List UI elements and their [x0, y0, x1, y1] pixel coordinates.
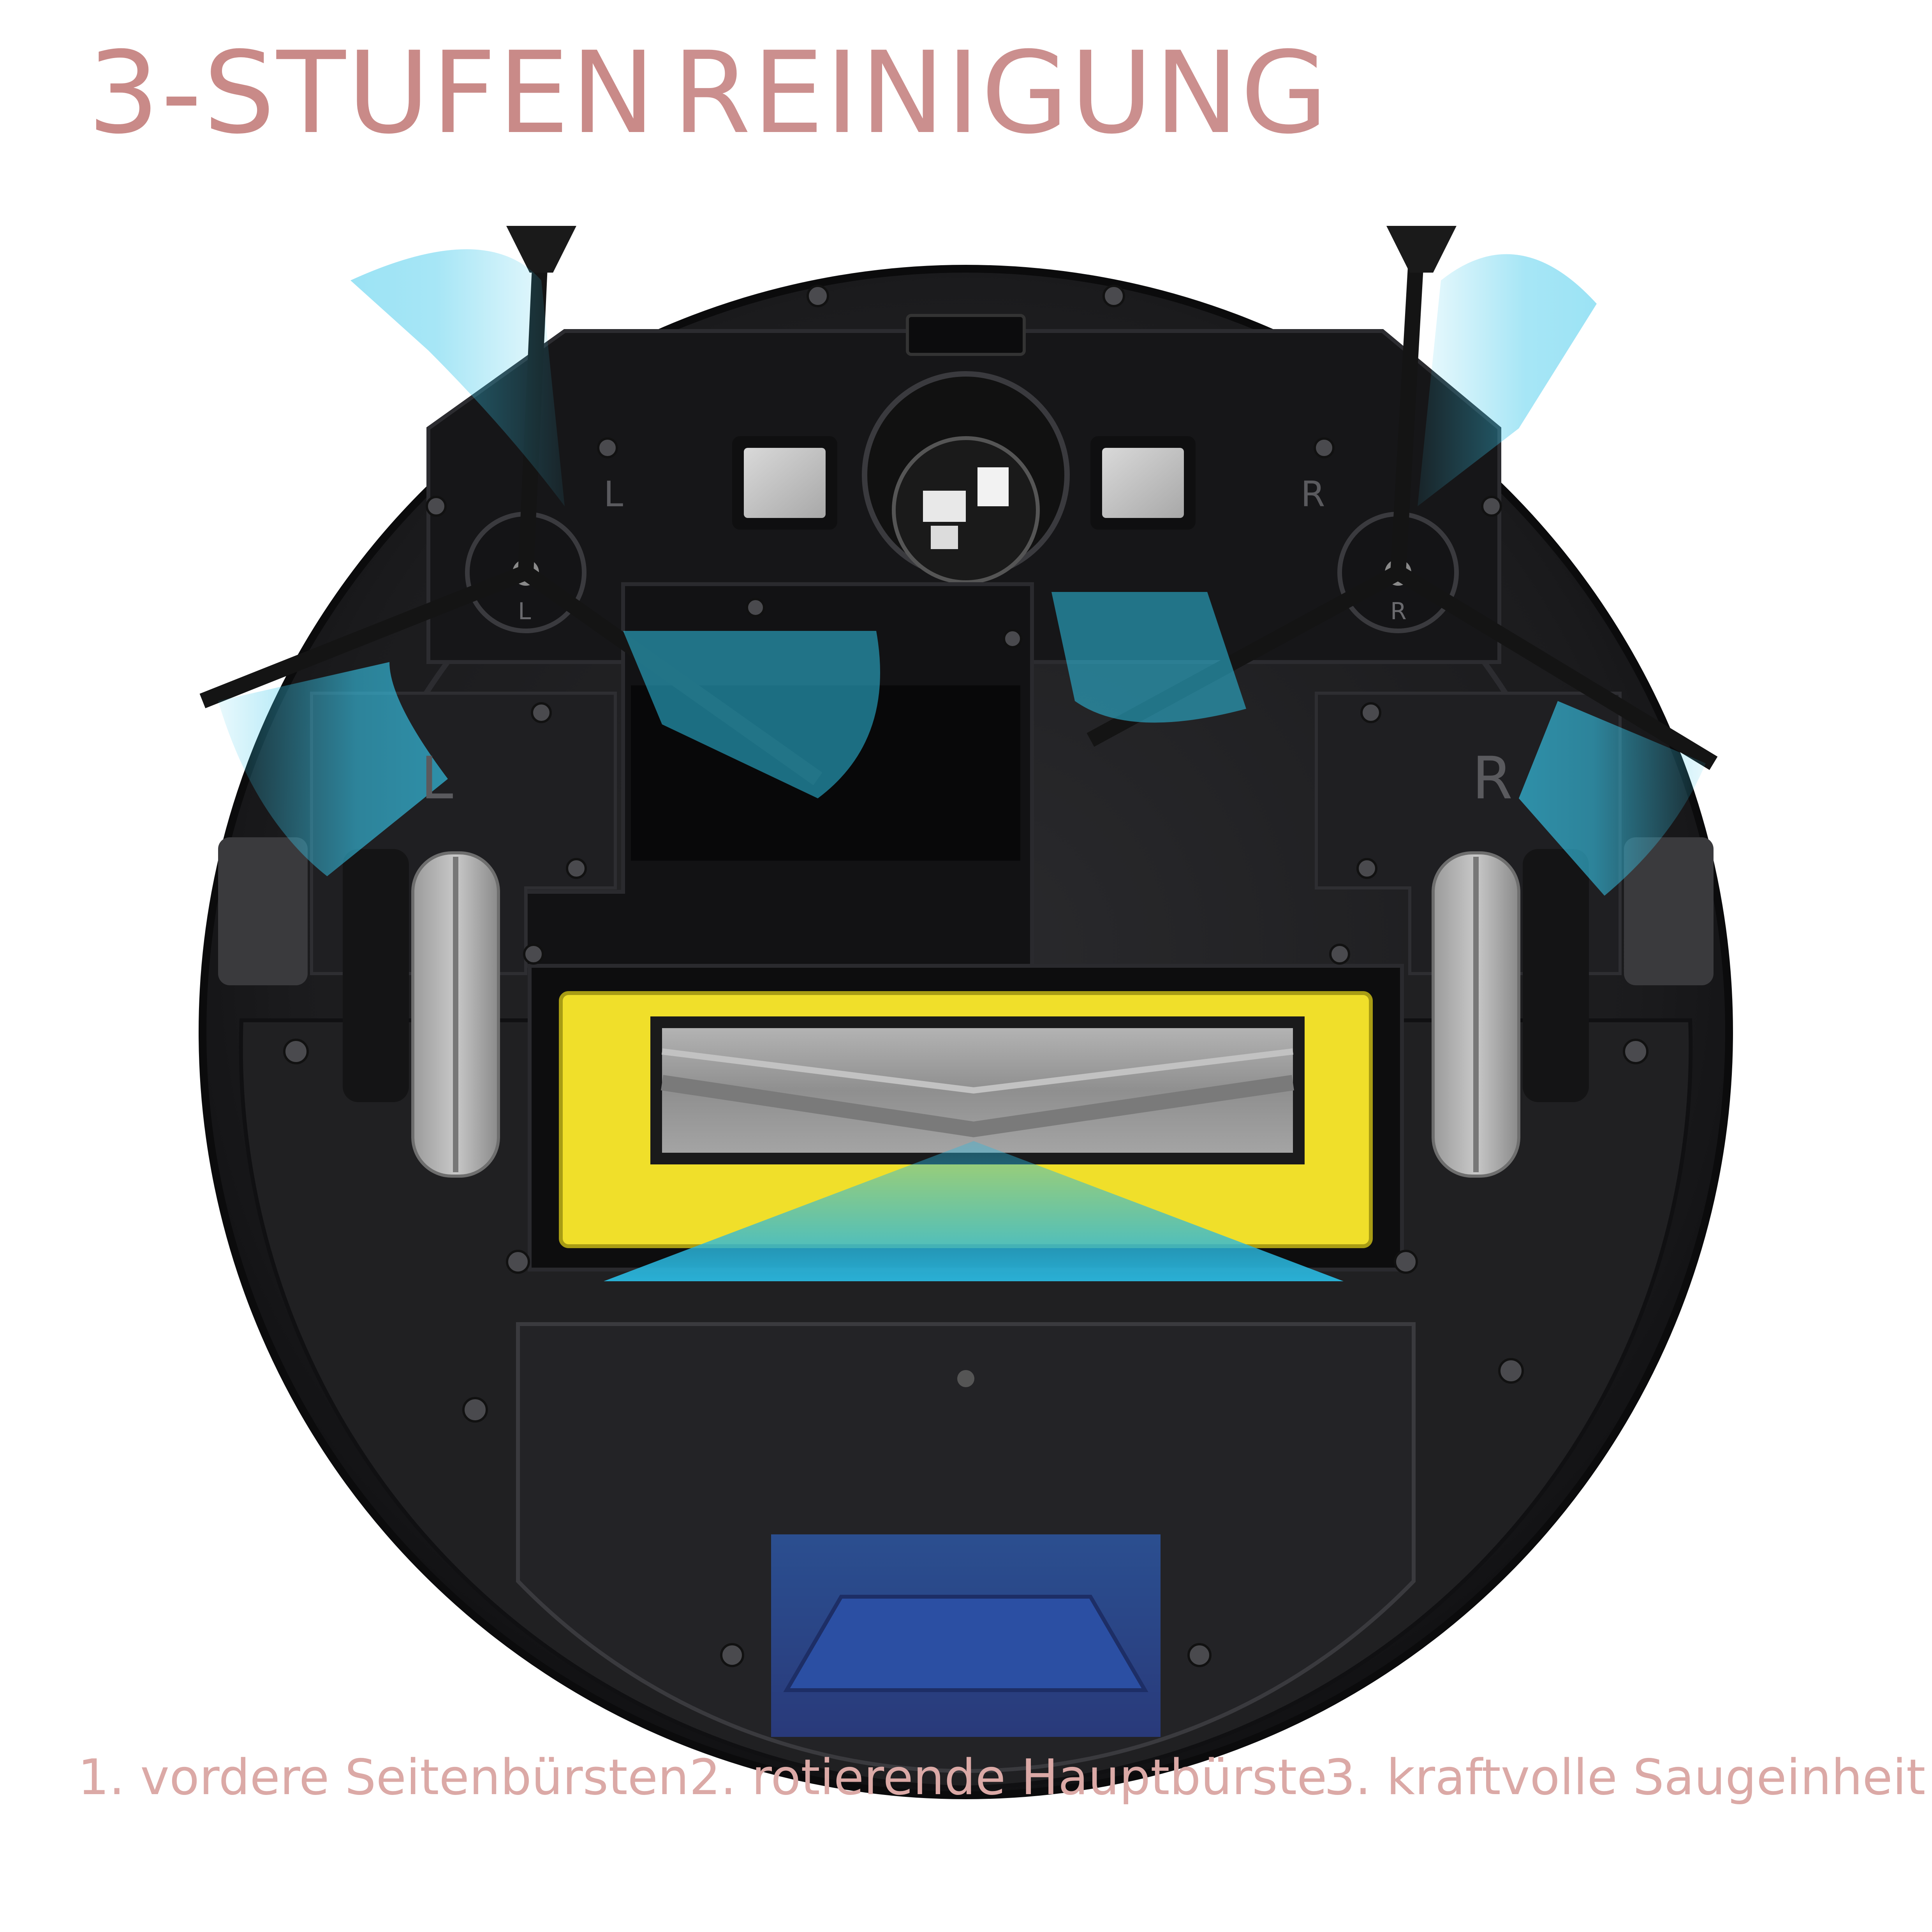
caster-highlight-a — [923, 491, 966, 522]
dust-bin-latch — [783, 1595, 1148, 1692]
right-side-airflow-bottom — [1519, 701, 1706, 896]
roller-chevron — [661, 1075, 1294, 1138]
right-side-airflow-top — [1418, 254, 1597, 506]
caster-highlight-b — [977, 467, 1009, 506]
left-large-label: L — [421, 745, 453, 812]
right-side-skirt — [1624, 837, 1714, 985]
charge-contact — [906, 314, 1026, 356]
left-cliff-sensor-window — [744, 448, 826, 518]
right-inner-airflow — [1051, 592, 1246, 723]
left-small-label: L — [604, 474, 623, 515]
left-side-airflow-top — [350, 249, 565, 506]
left-inner-airflow — [623, 631, 880, 798]
title-part-stufen: 3-STUFEN — [88, 28, 657, 159]
right-cliff-sensor-window — [1102, 448, 1184, 518]
robot-rim — [199, 265, 1733, 1799]
title-part-reinigung: REINIGUNG — [672, 28, 1330, 159]
right-drive-wheel — [1432, 849, 1589, 1178]
screws — [283, 285, 1648, 1667]
roller-chevron-2 — [662, 1048, 1293, 1094]
left-drive-wheel — [343, 849, 500, 1178]
main-brush-airflow — [604, 1141, 1344, 1281]
caster-highlight-c — [931, 526, 958, 549]
left-side-airflow-bottom — [218, 662, 448, 876]
caption-side-brushes: 1. vordere Seitenbürsten — [78, 1749, 689, 1806]
caption-main-brush: 2. rotierende Hauptbürste — [689, 1749, 1327, 1806]
left-side-skirt — [218, 837, 308, 985]
right-large-label: R — [1472, 745, 1513, 812]
dust-bin-screw — [957, 1370, 974, 1387]
feature-captions: 1. vordere Seitenbürsten 2. rotierende H… — [0, 1749, 1932, 1826]
right-hub-label: R — [1390, 598, 1407, 625]
caption-suction-unit: 3. kraftvolle Saugeinheit — [1324, 1749, 1926, 1806]
right-small-label: R — [1301, 474, 1325, 515]
left-hub-label: L — [518, 598, 531, 625]
